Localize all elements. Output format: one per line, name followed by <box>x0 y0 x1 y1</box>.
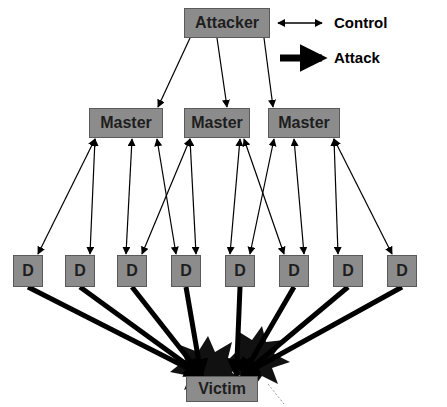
attack-arrow <box>186 287 201 375</box>
node-label: Attacker <box>195 15 259 31</box>
node-label: Master <box>100 115 152 131</box>
control-arrow <box>142 139 190 254</box>
master-box: Master <box>184 108 250 138</box>
legend-label: Control <box>334 15 387 30</box>
attack-arrow <box>243 287 402 375</box>
control-arrow <box>38 139 95 254</box>
node-label: D <box>342 263 354 279</box>
spark-line <box>268 384 284 404</box>
master-box: Master <box>268 108 340 138</box>
node-label: Master <box>278 115 330 131</box>
master-box: Master <box>89 108 163 138</box>
daemon-box: D <box>279 255 309 287</box>
attack-arrow <box>236 287 240 375</box>
victim-box: Victim <box>186 376 258 402</box>
node-label: D <box>234 263 246 279</box>
attack-arrow <box>80 287 201 375</box>
daemon-box: D <box>387 255 417 287</box>
node-label: Master <box>191 115 243 131</box>
control-arrow <box>190 139 196 254</box>
control-arrow <box>334 139 338 254</box>
attack-sample <box>280 55 322 62</box>
control-arrow <box>230 139 240 254</box>
daemon-box: D <box>171 255 201 287</box>
daemon-box: D <box>13 255 43 287</box>
daemon-box: D <box>117 255 147 287</box>
control-arrow <box>158 38 190 107</box>
attacker-box: Attacker <box>184 8 270 38</box>
attack-arrow <box>28 287 201 375</box>
control-arrow <box>334 139 392 254</box>
node-label: D <box>288 263 300 279</box>
control-arrow <box>294 139 304 254</box>
daemon-box: D <box>225 255 255 287</box>
control-sample <box>278 22 322 24</box>
node-label: D <box>396 263 408 279</box>
daemon-box: D <box>65 255 95 287</box>
control-arrow <box>264 38 273 107</box>
attack-arrow <box>243 287 348 375</box>
control-arrow <box>250 139 274 254</box>
node-label: D <box>22 263 34 279</box>
node-label: D <box>74 263 86 279</box>
control-arrow <box>217 38 227 107</box>
node-label: D <box>180 263 192 279</box>
legend-label: Attack <box>334 50 380 65</box>
node-label: Victim <box>198 381 246 397</box>
node-label: D <box>126 263 138 279</box>
attack-arrow <box>132 287 201 375</box>
control-arrow <box>90 139 95 254</box>
daemon-box: D <box>333 255 363 287</box>
control-arrow <box>244 139 284 254</box>
control-arrow <box>126 139 132 254</box>
